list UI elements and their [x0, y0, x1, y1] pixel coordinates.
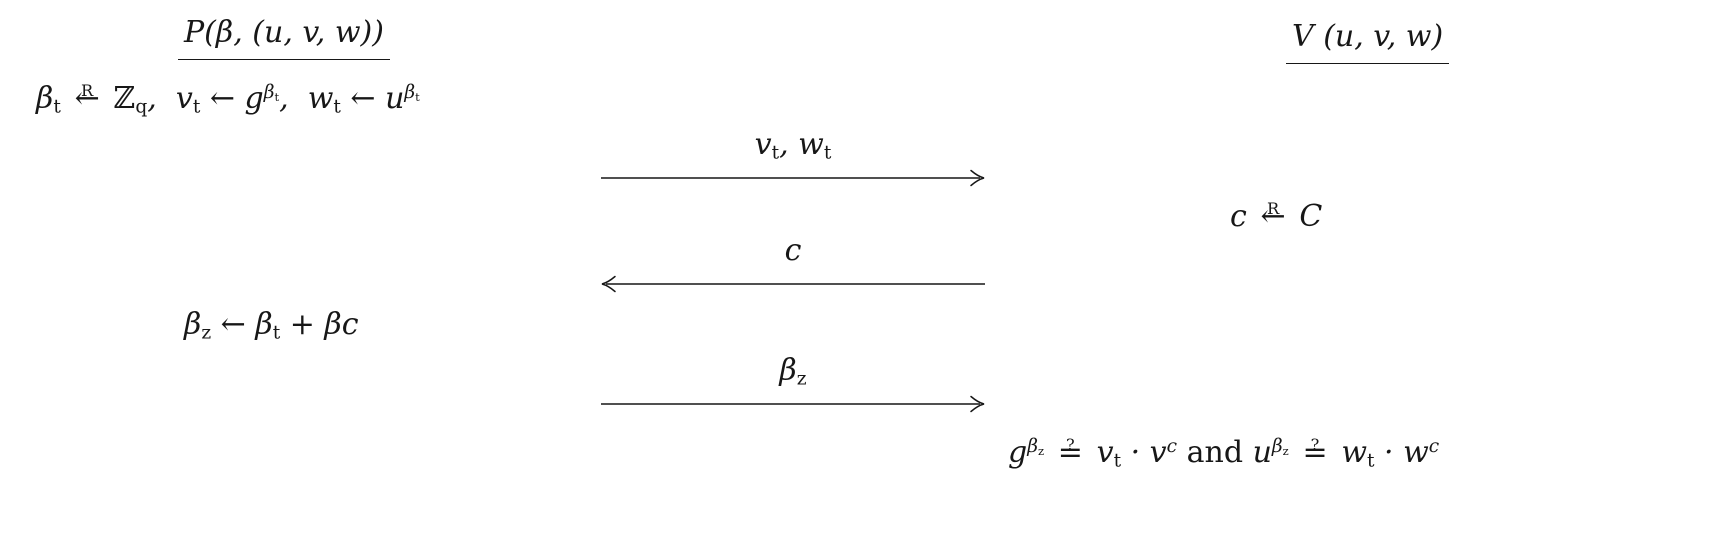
arrow-left-icon: [601, 275, 985, 292]
verifier-challenge-step: c R← C: [1230, 198, 1323, 234]
message-commitment: vt, wt: [599, 126, 987, 188]
verifier-title: V (u, v, w): [1286, 18, 1450, 64]
verifier-column-header: V (u, v, w): [1286, 18, 1450, 64]
message-commitment-label: vt, wt: [754, 127, 832, 164]
verifier-verification-step: gβz ?= vt · vc and uβz ?= wt · wc: [1008, 434, 1440, 472]
message-response: βz: [599, 352, 987, 414]
prover-response-step: βz ← βt + βc: [184, 307, 359, 344]
arrow-right-icon: [601, 395, 985, 412]
arrow-right-icon: [601, 169, 985, 186]
prover-title: P(β, (u, v, w)): [178, 14, 390, 60]
message-challenge-label: c: [784, 233, 802, 268]
message-challenge: c: [599, 232, 987, 294]
prover-column-header: P(β, (u, v, w)): [178, 14, 390, 60]
prover-commit-step: βt R← ℤq, vt ← gβt, wt ← uβt: [36, 80, 420, 118]
message-response-label: βz: [779, 353, 807, 390]
